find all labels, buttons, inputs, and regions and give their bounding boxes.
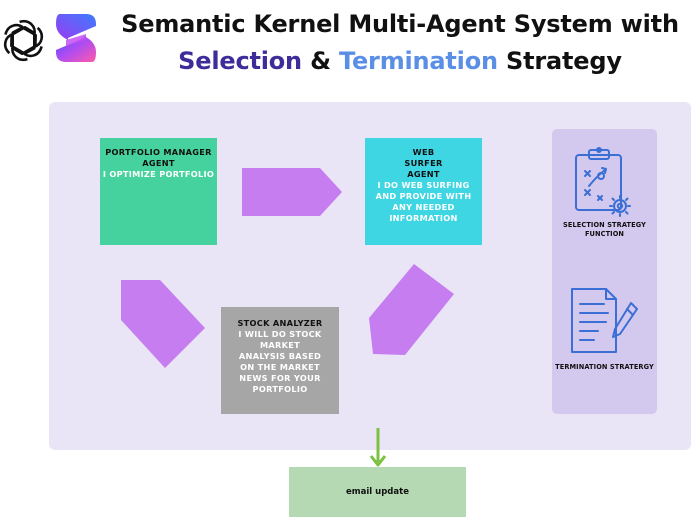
portfolio-agent-desc: I OPTIMIZE PORTFOLIO [102, 169, 215, 179]
down-arrow-head [369, 455, 387, 467]
email-update-label: email update [346, 487, 409, 497]
title-selection-word: Selection [178, 47, 302, 75]
title-ampersand: & [310, 47, 331, 75]
document-pencil-icon [571, 288, 638, 353]
stock-agent-name: STOCK ANALYZER [237, 318, 323, 328]
web-surfer-agent: WEB SURFER AGENT I DO WEB SURFING AND PR… [365, 138, 482, 245]
termination-strategy-label: TERMINATION STRATERGY [555, 363, 654, 371]
websurfer-agent-desc: I DO WEB SURFING AND PROVIDE WITH ANY NE… [375, 180, 472, 223]
title-strategy-word: Strategy [506, 47, 622, 75]
portfolio-agent-name: PORTFOLIO MANAGER AGENT [105, 147, 212, 168]
arrow-stock-to-portfolio [121, 280, 205, 368]
portfolio-manager-agent: PORTFOLIO MANAGER AGENT I OPTIMIZE PORTF… [100, 138, 217, 245]
selection-strategy-label: SELECTION STRATEGY FUNCTION [563, 221, 646, 238]
stock-analyzer-agent: STOCK ANALYZER I WILL DO STOCK MARKET AN… [221, 307, 339, 414]
stock-agent-desc: I WILL DO STOCK MARKET ANALYSIS BASED ON… [238, 329, 322, 394]
clipboard-strategy-icon [575, 147, 631, 217]
email-update-box: email update [289, 467, 466, 517]
openai-logo-icon [3, 20, 44, 61]
arrow-websurfer-to-stock [369, 264, 454, 355]
semantic-kernel-logo-icon [56, 14, 96, 62]
arrow-portfolio-to-websurfer [242, 168, 342, 216]
title-termination-word: Termination [339, 47, 498, 75]
title-line-1: Semantic Kernel Multi-Agent System with [121, 10, 679, 38]
websurfer-agent-name: WEB SURFER AGENT [404, 147, 443, 179]
title-line-2: Selection & Termination Strategy [100, 46, 700, 76]
